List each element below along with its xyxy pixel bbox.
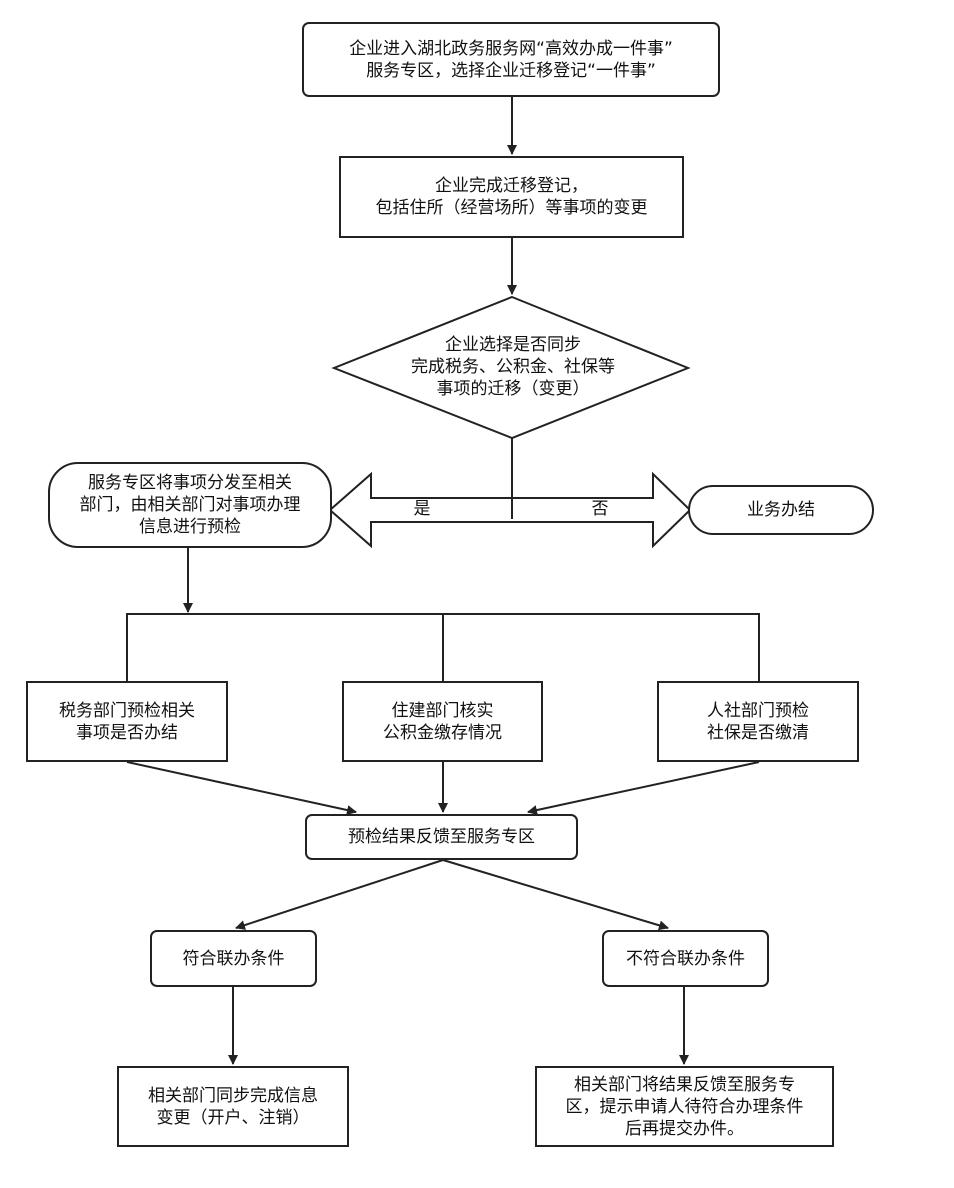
eligible-result-line-2: 变更（开户、注销） [156, 1107, 310, 1128]
ineligible-result-node: 相关部门将结果反馈至服务专 区，提示申请人待符合办理条件 后再提交办件。 [535, 1066, 834, 1147]
social-node: 人社部门预检 社保是否缴清 [657, 681, 859, 762]
ineligible-node: 不符合联办条件 [602, 930, 769, 987]
tax-node: 税务部门预检相关 事项是否办结 [26, 681, 228, 762]
housing-line-1: 住建部门核实 [391, 700, 494, 721]
yes-label: 是 [413, 499, 431, 519]
social-line-2: 社保是否缴清 [707, 722, 809, 743]
housing-node: 住建部门核实 公积金缴存情况 [342, 681, 543, 762]
double-arrow [328, 471, 692, 549]
eligible-result-node: 相关部门同步完成信息 变更（开户、注销） [117, 1066, 349, 1147]
feedback-node: 预检结果反馈至服务专区 [305, 814, 578, 860]
eligible-label: 符合联办条件 [182, 948, 285, 969]
decision-diamond [331, 295, 691, 440]
feedback-label: 预检结果反馈至服务专区 [348, 827, 535, 847]
ineligible-result-line-2: 区，提示申请人待符合办理条件 [565, 1096, 804, 1117]
housing-line-2: 公积金缴存情况 [383, 722, 502, 743]
start-node: 企业进入湖北政务服务网“高效办成一件事” 服务专区，选择企业迁移登记“一件事” [302, 22, 720, 97]
decision-line-3: 事项的迁移（变更） [436, 379, 590, 399]
arrow-feedback-to-eligible [235, 859, 444, 930]
start-line-2: 服务专区，选择企业迁移登记“一件事” [366, 60, 656, 81]
dispatch-line-2: 部门，由相关部门对事项办理 [79, 495, 301, 515]
decision-line-2: 完成税务、公积金、社保等 [411, 357, 615, 377]
eligible-result-line-1: 相关部门同步完成信息 [148, 1085, 318, 1106]
tax-line-1: 税务部门预检相关 [59, 700, 195, 721]
no-label: 否 [591, 499, 609, 519]
done-node: 业务办结 [688, 485, 874, 535]
ineligible-result-line-3: 后再提交办件。 [625, 1118, 744, 1139]
arrow-tax-to-feedback [126, 761, 357, 815]
arrow-social-to-feedback [527, 761, 760, 815]
migration-line-2: 包括住所（经营场所）等事项的变更 [375, 198, 648, 218]
migration-line-1: 企业完成迁移登记， [435, 176, 588, 196]
start-line-1: 企业进入湖北政务服务网“高效办成一件事” [349, 38, 673, 59]
dispatch-line-1: 服务专区将事项分发至相关 [88, 473, 292, 493]
migration-node: 企业完成迁移登记， 包括住所（经营场所）等事项的变更 [339, 156, 684, 238]
ineligible-result-line-1: 相关部门将结果反馈至服务专 [574, 1074, 795, 1095]
social-line-1: 人社部门预检 [707, 700, 809, 721]
ineligible-label: 不符合联办条件 [626, 948, 745, 969]
done-label: 业务办结 [747, 500, 815, 520]
decision-line-1: 企业选择是否同步 [445, 335, 581, 355]
tax-line-2: 事项是否办结 [76, 722, 178, 743]
dispatch-line-3: 信息进行预检 [139, 517, 241, 537]
decision-text: 企业选择是否同步 完成税务、公积金、社保等 事项的迁移（变更） [360, 334, 666, 400]
arrow-feedback-to-ineligible [442, 859, 669, 931]
eligible-node: 符合联办条件 [150, 930, 317, 987]
dispatch-node: 服务专区将事项分发至相关 部门，由相关部门对事项办理 信息进行预检 [48, 462, 332, 548]
